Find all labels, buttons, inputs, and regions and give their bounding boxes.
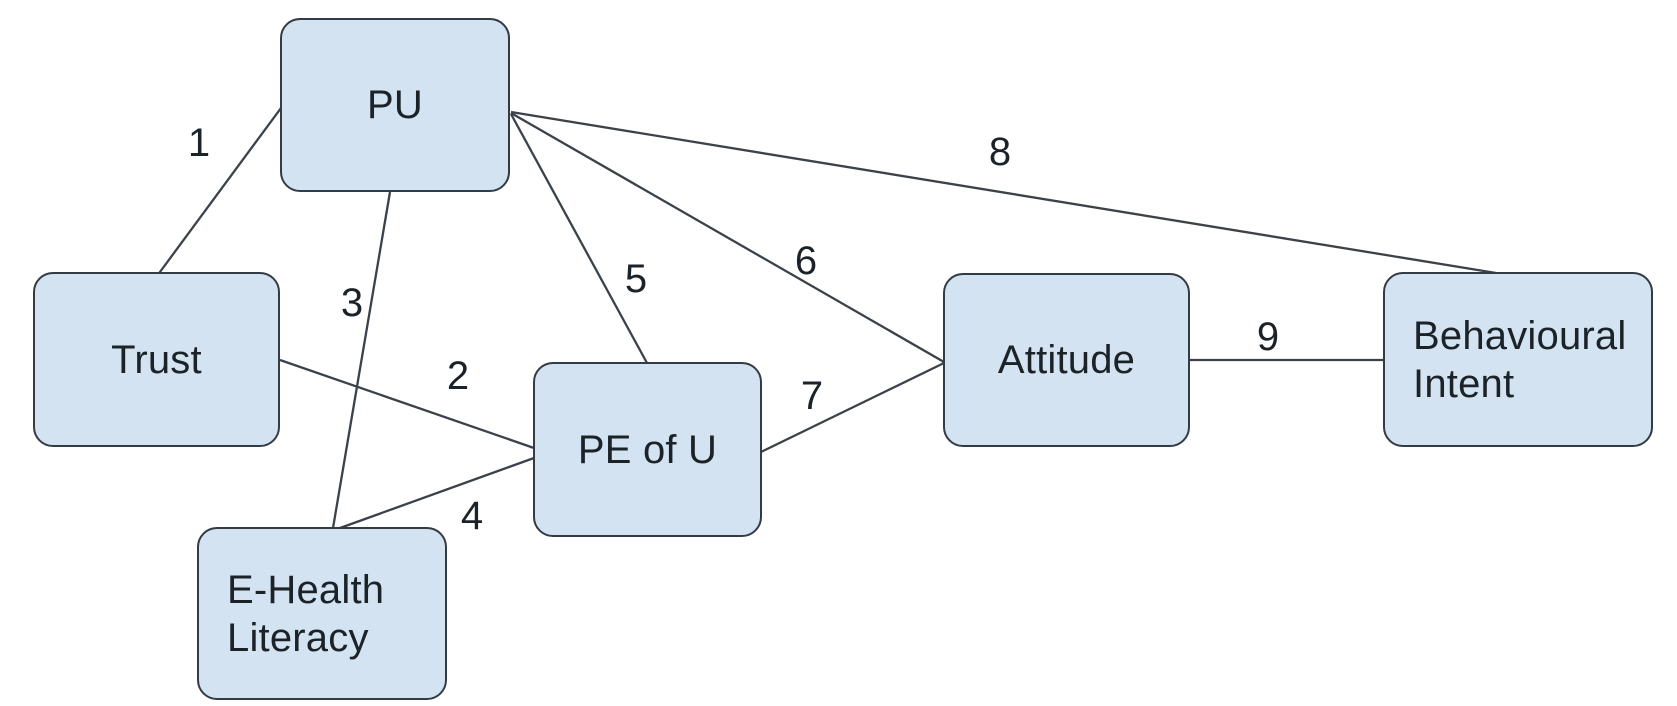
edge-line-e-health-literacy-to-pe-of-u xyxy=(339,456,535,530)
edge-line-pu-to-attitude xyxy=(510,112,945,363)
edge-number-9: 9 xyxy=(1256,315,1280,359)
node-pe-of-u: PE of U xyxy=(533,362,762,537)
node-label: Attitude xyxy=(997,338,1136,382)
node-label: E-Health xyxy=(227,567,385,612)
node-attitude: Attitude xyxy=(943,273,1190,447)
node-pu: PU xyxy=(280,18,510,192)
edge-number-6: 6 xyxy=(794,239,818,283)
edge-number-3: 3 xyxy=(340,281,364,325)
edge-number-8: 8 xyxy=(988,130,1012,174)
node-label: Trust xyxy=(111,337,202,382)
edge-line-trust-to-pe-of-u xyxy=(279,358,535,450)
edge-line-pe-of-u-to-attitude xyxy=(760,361,945,454)
edge-line-pu-to-pe-of-u xyxy=(509,113,649,364)
node-label: PE of U xyxy=(577,427,718,472)
edge-line-pu-to-e-health-literacy xyxy=(331,191,392,529)
edge-number-5: 5 xyxy=(624,257,648,301)
node-label: Behavioural xyxy=(1413,313,1627,358)
node-label: Intent xyxy=(1413,361,1515,406)
node-label: Literacy xyxy=(227,615,369,660)
edge-line-trust-to-pu xyxy=(156,107,282,277)
node-label: PU xyxy=(367,83,423,127)
edge-number-7: 7 xyxy=(800,374,824,418)
edge-number-2: 2 xyxy=(446,354,470,398)
edge-number-1: 1 xyxy=(187,121,211,165)
edge-line-pu-to-behavioural-intent xyxy=(510,110,1497,275)
node-trust: Trust xyxy=(33,272,280,447)
edge-number-4: 4 xyxy=(460,494,484,538)
